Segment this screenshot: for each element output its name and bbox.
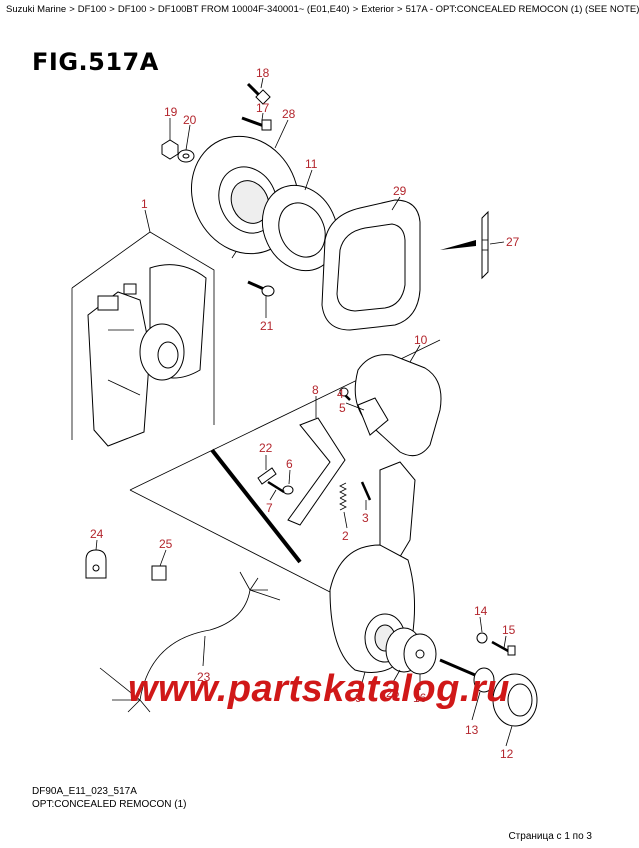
part-5-cam [357, 397, 389, 436]
callout-23[interactable]: 23 [197, 670, 211, 684]
callout-11[interactable]: 11 [305, 157, 318, 171]
part-6-washer [282, 485, 294, 495]
part-11-ring [261, 184, 339, 272]
callout-18[interactable]: 18 [256, 66, 270, 80]
callout-24[interactable]: 24 [90, 527, 104, 541]
callout-7[interactable]: 7 [266, 501, 273, 515]
callout-25[interactable]: 25 [159, 537, 173, 551]
callout-17[interactable]: 17 [256, 101, 270, 115]
figure-title: FIG.517A [32, 48, 159, 76]
callout-12[interactable]: 12 [500, 747, 514, 761]
part-25-clamp [151, 565, 167, 581]
part-20-washer [177, 149, 195, 163]
breadcrumb-separator: > [149, 4, 155, 15]
leader-lines [95, 77, 513, 747]
breadcrumb-item-variant[interactable]: DF100 [117, 4, 147, 15]
part-22-spring-clip [257, 467, 277, 485]
callout-8[interactable]: 8 [312, 383, 319, 397]
part-10-cover [354, 354, 442, 457]
parts-diagram: 18 17 19 20 28 11 29 27 1 21 10 4 8 5 22… [71, 66, 538, 761]
callout-28[interactable]: 28 [282, 107, 296, 121]
assembly-arrow [210, 448, 302, 564]
part-8-lever [287, 417, 346, 526]
breadcrumb-item-serial[interactable]: DF100BT FROM 10004F-340001~ (E01,E40) [157, 4, 350, 15]
part-27-clip [440, 210, 489, 280]
breadcrumb-separator: > [352, 4, 359, 15]
callout-29[interactable]: 29 [393, 184, 407, 198]
callout-19[interactable]: 19 [164, 105, 178, 119]
part-4-bolt [339, 387, 351, 401]
breadcrumb-item-category[interactable]: Exterior [361, 4, 394, 15]
part-3-screw [360, 481, 372, 501]
callout-16[interactable]: 16 [413, 691, 427, 705]
part-14-washer [476, 632, 488, 644]
callout-26[interactable]: 26 [386, 686, 400, 700]
callout-15[interactable]: 15 [502, 623, 516, 637]
callout-2[interactable]: 2 [342, 529, 349, 543]
page-counter: Страница с 1 по 3 [508, 831, 592, 842]
callout-5[interactable]: 5 [339, 401, 346, 415]
part-15-bolt [491, 640, 516, 656]
part-21-screw [247, 280, 275, 297]
callout-13[interactable]: 13 [465, 723, 479, 737]
breadcrumb-separator: > [69, 4, 75, 15]
callout-labels: 18 17 19 20 28 11 29 27 1 21 10 4 8 5 22… [90, 66, 520, 761]
callout-10[interactable]: 10 [414, 333, 428, 347]
callout-14[interactable]: 14 [474, 604, 488, 618]
part-2-spring [339, 482, 347, 511]
callout-6[interactable]: 6 [286, 457, 293, 471]
breadcrumb-separator: > [397, 4, 403, 15]
figure-code: DF90A_E11_023_517A [32, 786, 137, 797]
part-19-nut [161, 139, 179, 160]
part-13-shaft [439, 658, 495, 693]
breadcrumb-item-brand[interactable]: Suzuki Marine [6, 4, 67, 15]
part-23-harness [99, 571, 281, 713]
breadcrumb: Suzuki Marine>DF100>DF100>DF100BT FROM 1… [6, 4, 639, 16]
part-24-cap [85, 549, 107, 579]
part-1-control-housing [87, 264, 207, 447]
part-12-knob [492, 673, 538, 727]
part-16-plate [403, 633, 437, 675]
breadcrumb-item-current: 517A - OPT:CONCEALED REMOCON (1) (SEE NO… [405, 4, 639, 15]
callout-3[interactable]: 3 [362, 511, 369, 525]
breadcrumb-item-model[interactable]: DF100 [77, 4, 107, 15]
callout-20[interactable]: 20 [183, 113, 197, 127]
part-17-screw [241, 116, 272, 131]
callout-22[interactable]: 22 [259, 441, 273, 455]
part-29-gasket [321, 199, 421, 331]
watermark: www.partskatalog.ru [128, 668, 510, 710]
part-7-screw [267, 480, 285, 494]
callout-27[interactable]: 27 [506, 235, 520, 249]
callout-1[interactable]: 1 [141, 197, 148, 211]
part-18-screw [246, 82, 271, 105]
callout-9[interactable]: 9 [355, 691, 362, 705]
breadcrumb-separator: > [109, 4, 115, 15]
callout-4[interactable]: 4 [337, 387, 344, 401]
figure-description: OPT:CONCEALED REMOCON (1) [32, 799, 187, 810]
callout-21[interactable]: 21 [260, 319, 274, 333]
